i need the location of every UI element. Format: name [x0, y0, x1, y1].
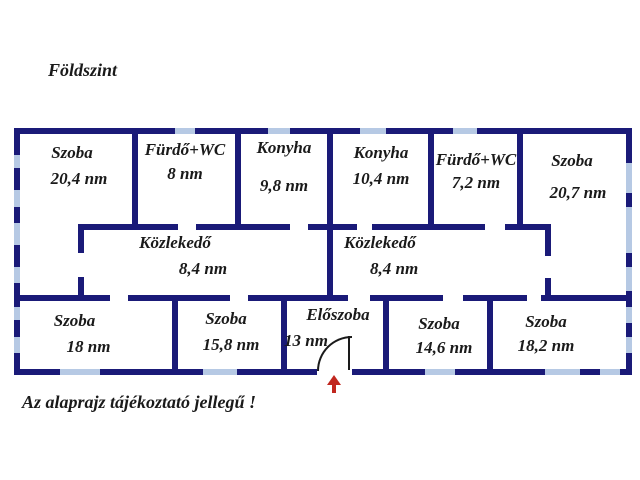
room-name: Konyha	[256, 138, 312, 157]
room-area: 14,6 nm	[415, 338, 473, 357]
room-area: 18 nm	[66, 337, 111, 356]
room-label-furdo-wc-7-2: Fürdő+WC 7,2 nm	[430, 148, 522, 194]
wall-segment	[327, 128, 333, 301]
room-label-kozlekedo-jobb: Közlekedő 8,4 nm	[338, 230, 458, 282]
room-name: Szoba	[205, 309, 247, 328]
window-segment	[600, 369, 620, 375]
room-name: Közlekedő	[139, 233, 211, 252]
wall-segment	[463, 295, 527, 301]
wall-segment	[383, 295, 389, 375]
wall-segment	[626, 323, 632, 337]
wall-segment	[14, 207, 20, 223]
entrance-arrow-icon	[327, 375, 341, 385]
room-area: 9,8 nm	[259, 176, 309, 195]
room-label-konyha-10-4: Konyha 10,4 nm	[334, 140, 428, 192]
room-label-szoba-15-8: Szoba 15,8 nm	[178, 306, 274, 358]
window-segment	[360, 128, 386, 134]
wall-segment	[128, 295, 230, 301]
room-area: 7,2 nm	[451, 173, 501, 192]
wall-segment	[78, 224, 84, 253]
wall-segment	[14, 295, 110, 301]
wall-segment	[517, 128, 523, 230]
wall-segment	[132, 128, 138, 230]
wall-segment	[14, 320, 20, 337]
wall-segment	[14, 353, 20, 375]
room-label-szoba-20-4: Szoba 20,4 nm	[16, 140, 128, 192]
wall-segment	[172, 295, 178, 375]
wall-segment	[78, 277, 84, 301]
room-name: Szoba	[525, 312, 567, 331]
wall-segment	[626, 128, 632, 163]
wall-segment	[626, 353, 632, 375]
window-segment	[545, 369, 580, 375]
plan-title: Földszint	[48, 60, 118, 80]
wall-segment	[505, 224, 551, 230]
wall-segment	[545, 224, 551, 256]
room-label-szoba-18-2: Szoba 18,2 nm	[498, 310, 594, 358]
window-segment	[175, 128, 195, 134]
wall-segment	[541, 295, 632, 301]
wall-segment	[281, 295, 287, 375]
wall-segment	[78, 224, 178, 230]
window-segment	[60, 369, 100, 375]
room-area: 15,8 nm	[202, 335, 260, 354]
wall-segment	[196, 224, 290, 230]
wall-segment	[14, 369, 317, 375]
window-segment	[203, 369, 237, 375]
wall-segment	[235, 128, 241, 230]
entrance-door-leaf	[348, 336, 350, 370]
room-name: Fürdő+WC	[435, 150, 517, 169]
room-label-szoba-18: Szoba 18 nm	[22, 308, 127, 360]
room-label-szoba-14-6: Szoba 14,6 nm	[392, 312, 486, 360]
room-name: Szoba	[551, 151, 593, 170]
room-area: 8 nm	[167, 164, 203, 183]
wall-segment	[14, 128, 20, 155]
room-name: Közlekedő	[344, 233, 416, 252]
wall-segment	[370, 295, 443, 301]
room-name: Szoba	[53, 311, 96, 330]
room-label-eloszoba: Előszoba 13 nm	[281, 302, 381, 354]
wall-segment	[626, 253, 632, 267]
wall-segment	[545, 278, 551, 301]
room-label-kozlekedo-bal: Közlekedő 8,4 nm	[95, 230, 255, 282]
room-label-furdo-wc-8: Fürdő+WC 8 nm	[136, 138, 234, 186]
wall-segment	[14, 245, 20, 267]
entrance-arrow-stem	[332, 384, 336, 393]
room-area: 13 nm	[284, 331, 328, 350]
room-name: Konyha	[353, 143, 409, 162]
room-area: 20,4 nm	[50, 169, 108, 188]
room-area: 18,2 nm	[517, 336, 575, 355]
window-wall-right	[626, 128, 632, 375]
window-segment	[453, 128, 477, 134]
room-name: Fürdő+WC	[144, 140, 226, 159]
room-name: Előszoba	[306, 305, 370, 324]
room-area: 10,4 nm	[352, 169, 410, 188]
wall-segment	[428, 128, 434, 230]
room-area: 8,4 nm	[178, 259, 228, 278]
room-label-szoba-20-7: Szoba 20,7 nm	[520, 148, 624, 206]
room-label-konyha-9-8: Konyha 9,8 nm	[240, 135, 328, 199]
room-name: Szoba	[51, 143, 93, 162]
wall-segment	[626, 193, 632, 207]
wall-segment	[487, 295, 493, 375]
wall-segment	[14, 168, 20, 190]
room-area: 8,4 nm	[370, 259, 419, 278]
wall-segment	[248, 295, 348, 301]
room-name: Szoba	[418, 314, 460, 333]
wall-segment	[14, 128, 632, 134]
disclaimer-text: Az alaprajz tájékoztató jellegű !	[22, 392, 257, 412]
window-segment	[268, 128, 290, 134]
room-area: 20,7 nm	[549, 183, 607, 202]
window-segment	[425, 369, 455, 375]
